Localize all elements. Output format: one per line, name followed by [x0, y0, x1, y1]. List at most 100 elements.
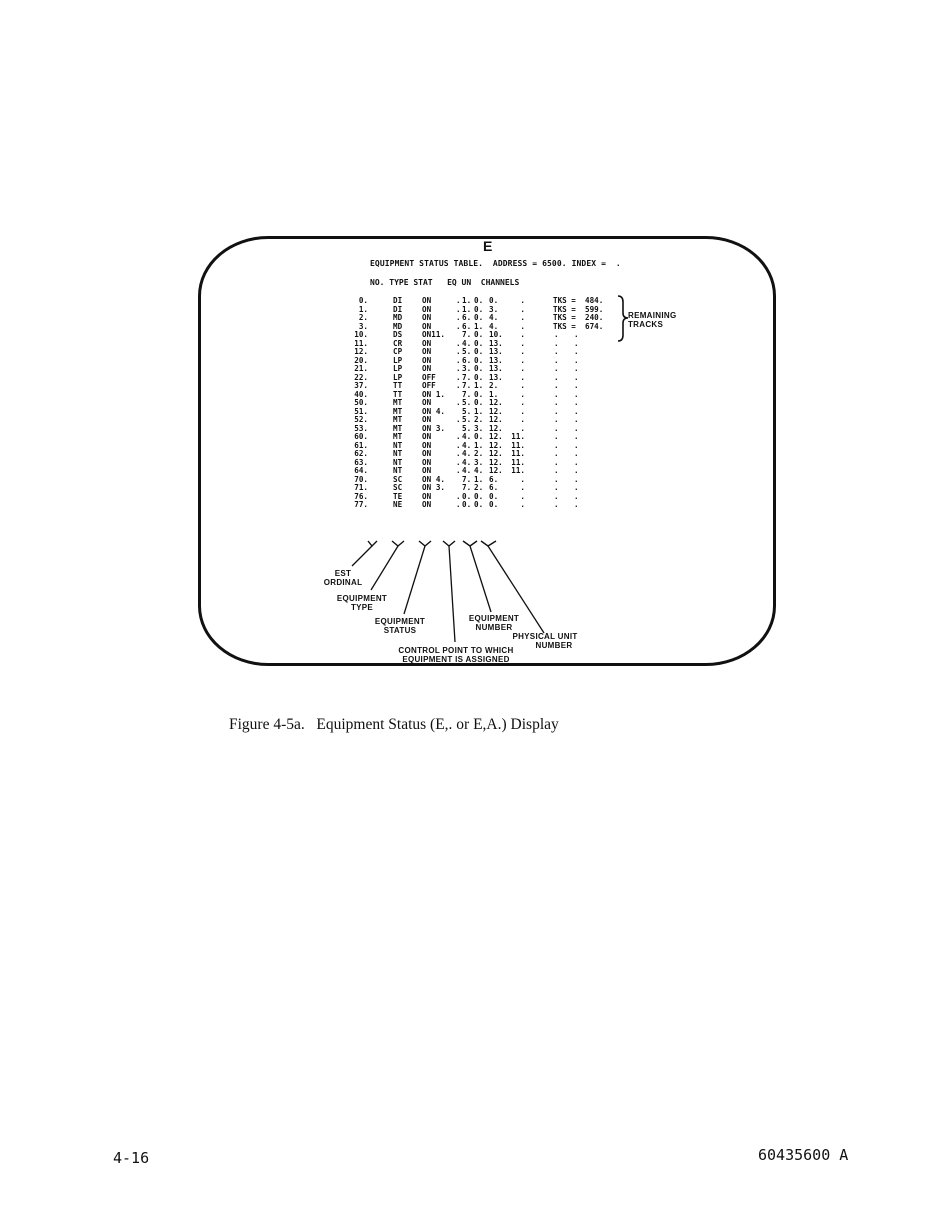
type-tick [391, 540, 405, 547]
cell-type: TT [393, 389, 403, 399]
cell-c4: . [554, 415, 559, 424]
cell-type: TE [393, 491, 403, 501]
cell-un: 7. [462, 474, 472, 484]
cell-c3: . [520, 347, 525, 356]
cell-eq: . [456, 398, 461, 407]
cell-c3: 11. [511, 466, 525, 475]
cell-un: 4. [462, 432, 472, 441]
cell-no: 77. [354, 500, 368, 509]
cell-eq: . [456, 449, 461, 458]
cell-no: 51. [354, 406, 368, 416]
cell-c5: . [574, 500, 579, 509]
cell-type: MT [393, 423, 403, 433]
cell-ch2: 3. [489, 304, 499, 314]
cell-c5: . [574, 372, 579, 382]
cell-un: 5. [462, 415, 472, 424]
cell-ch2: 12. [489, 440, 503, 450]
cell-un: 5. [462, 406, 472, 416]
cell-stat: ON [422, 474, 432, 484]
cell-c4: . [554, 381, 559, 390]
cell-no: 53. [354, 423, 368, 433]
cell-type: SC [393, 474, 403, 484]
cell-c4: . [554, 347, 559, 356]
cell-c4: . [554, 483, 559, 492]
cell-ch1: 0. [474, 364, 484, 373]
cell-type: NT [393, 457, 403, 467]
cell-c5: . [574, 364, 579, 373]
cell-ch1: 3. [474, 457, 484, 467]
cell-type: DI [393, 304, 403, 314]
cell-ch1: 0. [474, 398, 484, 407]
cell-no: 71. [354, 483, 368, 492]
cell-un: 4. [462, 457, 472, 467]
cell-ch2: 13. [489, 364, 503, 373]
cell-cp: 3. [435, 483, 445, 492]
cell-ch2: 12. [489, 415, 503, 424]
cell-c4: . [554, 364, 559, 373]
cell-un: 6. [462, 355, 472, 365]
cell-eq: . [456, 355, 461, 365]
cell-no: 52. [354, 415, 368, 424]
cell-c3: . [520, 355, 525, 365]
cell-ch2: 1. [489, 389, 499, 399]
cell-ch1: 0. [474, 313, 484, 322]
document-number: 60435600 A [758, 1146, 849, 1164]
cell-c5: . [574, 457, 579, 467]
un-leader [487, 545, 545, 634]
est-ordinal-leader [351, 545, 373, 567]
cell-c5: . [574, 449, 579, 458]
cell-stat: ON [422, 398, 432, 407]
cell-cp: 1. [435, 389, 445, 399]
cell-c3: . [520, 321, 525, 331]
cell-ch1: 4. [474, 466, 484, 475]
cell-c4: . [554, 406, 559, 416]
cell-stat: ON [422, 330, 432, 339]
cell-un: 1. [462, 304, 472, 314]
cell-un: 7. [462, 372, 472, 382]
cell-un: 5. [462, 347, 472, 356]
display-screen-frame [198, 236, 776, 666]
cell-ch1: 2. [474, 449, 484, 458]
cell-un: 1. [462, 296, 472, 305]
cell-c4: . [554, 338, 559, 348]
cell-eq: . [456, 491, 461, 501]
cell-eq: . [456, 313, 461, 322]
cell-c3: . [520, 406, 525, 416]
cell-un: 4. [462, 466, 472, 475]
cell-eq: . [456, 347, 461, 356]
cell-c3: 11. [511, 457, 525, 467]
cell-ch2: 0. [489, 500, 499, 509]
cell-no: 21. [354, 364, 368, 373]
cell-ch1: 0. [474, 389, 484, 399]
cp-tick [442, 540, 456, 547]
cell-c4: . [554, 466, 559, 475]
cell-c3: . [520, 389, 525, 399]
cell-c4: . [554, 500, 559, 509]
cell-c5: . [574, 389, 579, 399]
cell-un: 6. [462, 321, 472, 331]
cell-c3: . [520, 415, 525, 424]
cell-eq: . [456, 415, 461, 424]
cell-no: 12. [354, 347, 368, 356]
cell-un: 0. [462, 491, 472, 501]
cell-eq: . [456, 466, 461, 475]
cell-un: 7. [462, 389, 472, 399]
cell-ch1: 0. [474, 372, 484, 382]
display-letter: E [483, 238, 493, 254]
equipment-status-label: EQUIPMENT STATUS [374, 617, 426, 635]
cell-eq: . [456, 457, 461, 467]
cell-stat: ON [422, 364, 432, 373]
cell-no: 11. [354, 338, 368, 348]
cell-c5: . [574, 466, 579, 475]
cell-un: 7. [462, 330, 472, 339]
cell-stat: ON [422, 457, 432, 467]
cell-c5: . [574, 491, 579, 501]
cell-ch1: 0. [474, 500, 484, 509]
tracks-value: TKS = 484. [553, 296, 604, 305]
table-title: EQUIPMENT STATUS TABLE. ADDRESS = 6500. … [370, 259, 621, 268]
cell-ch1: 1. [474, 440, 484, 450]
cell-ch2: 0. [489, 296, 499, 305]
cell-ch2: 13. [489, 347, 503, 356]
cp-leader [448, 545, 456, 643]
